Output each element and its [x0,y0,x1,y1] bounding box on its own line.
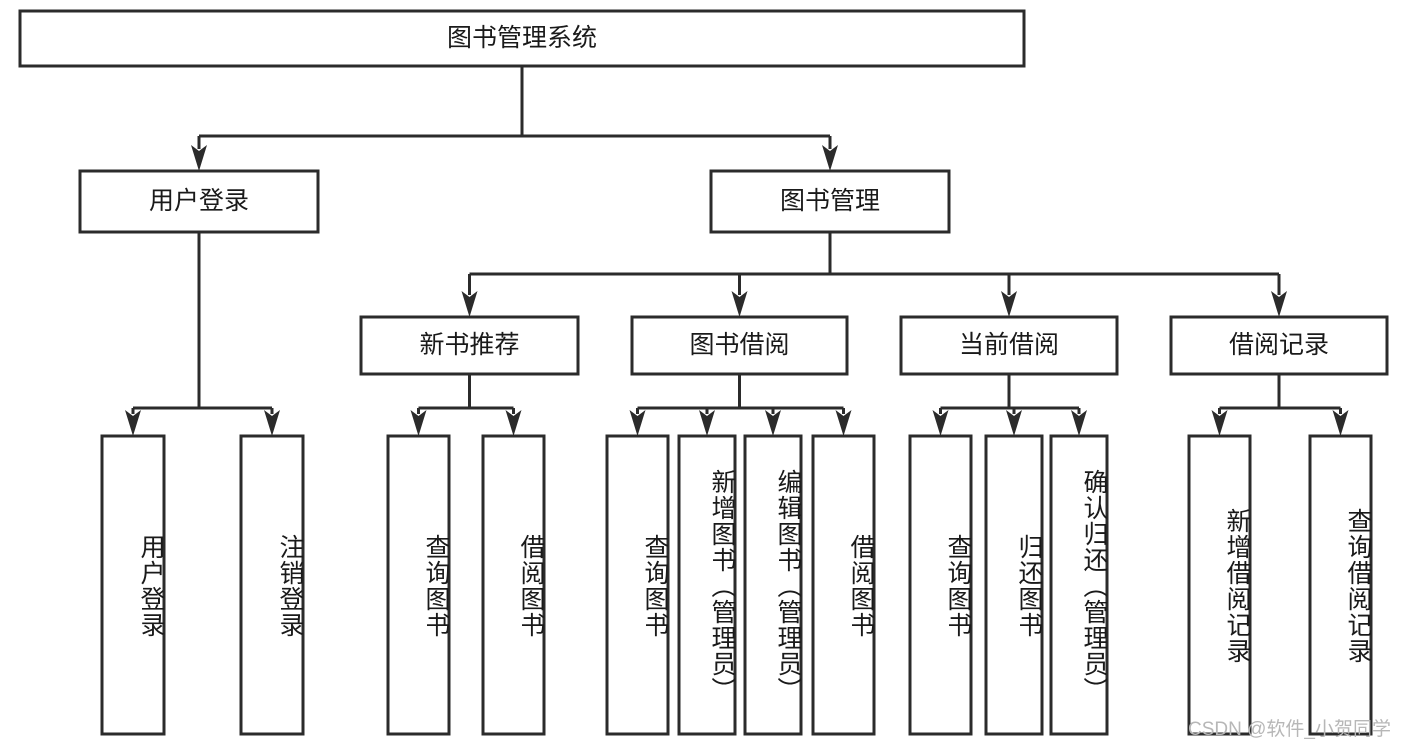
arrow-head-book-borrow-leaf-0 [629,410,646,436]
node-leaf-9[interactable] [984,434,1044,736]
arrow-head-level2-0 [191,145,207,171]
node-leaf-2[interactable] [386,434,451,736]
arrow-head-borrow-record-leaf-1 [1332,410,1349,436]
arrow-head-level3-0 [461,291,478,317]
node-boxes [18,9,1389,736]
node-leaf-7[interactable] [811,434,876,736]
node-leaf-4[interactable] [605,434,670,736]
arrow-head-current-borrow-leaf-1 [1006,410,1022,436]
node-level3-1[interactable] [630,315,849,376]
node-leaf-3[interactable] [481,434,546,736]
arrow-head-level3-1 [731,291,748,317]
arrow-head-user-login-leaf-0 [125,410,141,436]
node-leaf-1[interactable] [239,434,305,736]
node-leaf-6[interactable] [743,434,803,736]
node-label-level3-2: 当前借阅 [959,331,1059,359]
connector-lines [125,66,1349,436]
node-label-level2-1: 图书管理 [780,187,880,215]
arrow-head-book-borrow-leaf-1 [699,410,715,436]
node-level2-0[interactable] [78,169,320,234]
node-level3-2[interactable] [899,315,1119,376]
arrow-head-borrow-record-leaf-0 [1211,410,1228,436]
node-leaf-10[interactable] [1049,434,1109,736]
arrow-head-level3-2 [1001,291,1017,317]
node-leaf-0[interactable] [100,434,166,736]
node-leaf-11[interactable] [1187,434,1252,736]
arrow-head-new-book-leaf-1 [505,410,522,436]
node-root-图书管理系统[interactable] [18,9,1026,68]
node-leaf-5[interactable] [677,434,737,736]
arrow-head-new-book-leaf-0 [410,410,427,436]
arrow-head-level3-3 [1271,291,1287,317]
arrow-head-current-borrow-leaf-2 [1071,410,1087,436]
node-leaf-8[interactable] [908,434,973,736]
node-label-level3-0: 新书推荐 [419,331,519,359]
node-label-level3-3: 借阅记录 [1229,331,1329,359]
node-leaf-12[interactable] [1308,434,1373,736]
arrow-head-current-borrow-leaf-0 [932,410,949,436]
arrow-head-book-borrow-leaf-3 [835,410,852,436]
node-level3-0[interactable] [359,315,580,376]
node-label-root: 图书管理系统 [447,24,597,52]
arrow-head-book-borrow-leaf-2 [765,410,781,436]
arrow-head-level2-1 [822,145,838,171]
node-label-level2-0: 用户登录 [149,187,249,215]
watermark-text: CSDN @软件_小贺同学 [1188,719,1391,740]
node-level3-3[interactable] [1169,315,1389,376]
arrow-head-user-login-leaf-1 [264,410,280,436]
node-level2-1[interactable] [709,169,951,234]
node-label-level3-1: 图书借阅 [689,331,789,359]
